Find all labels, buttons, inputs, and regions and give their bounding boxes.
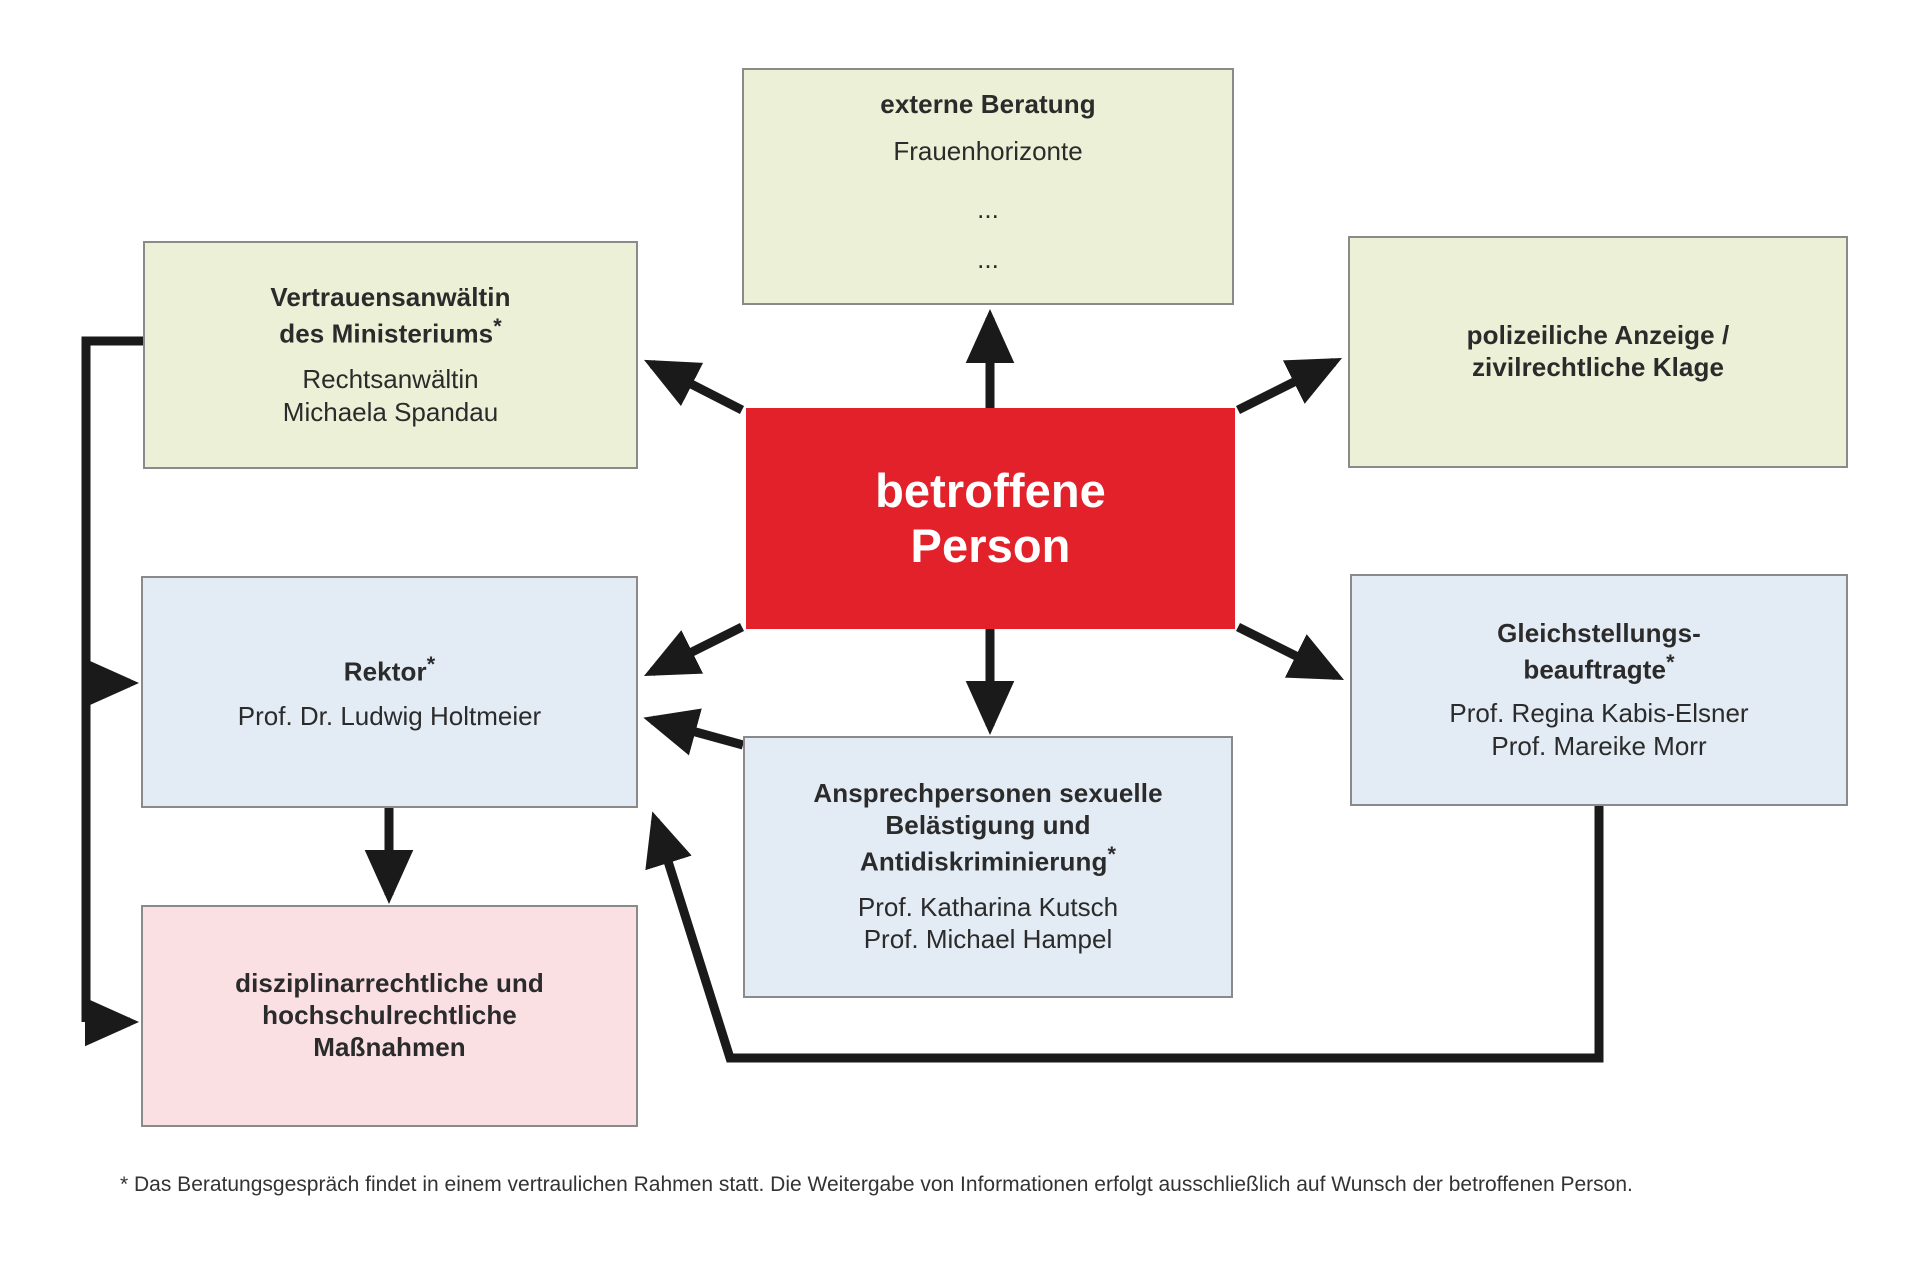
node-rektor-title-text: Rektor: [343, 656, 427, 687]
node-vertrauensanwaeltin[interactable]: Vertrauensanwältin des Ministeriums* Rec…: [143, 241, 638, 469]
node-externe-beratung-title: externe Beratung: [880, 88, 1096, 119]
node-massnahmen-title: disziplinarrechtliche und hochschulrecht…: [235, 968, 544, 1063]
node-gleichstellungsbeauftragte-sub-line-2: Prof. Mareike Morr: [1491, 730, 1707, 761]
footnote-text: * Das Beratungsgespräch findet in einem …: [120, 1173, 1633, 1196]
node-ansprechpersonen-title-line-1: Ansprechpersonen sexuelle: [813, 777, 1163, 808]
node-betroffene-person-title: betroffene Person: [875, 464, 1106, 573]
footnote-marker-icon: *: [493, 313, 502, 339]
node-betroffene-person-line-1: betroffene: [875, 463, 1106, 517]
node-betroffene-person-line-2: Person: [910, 518, 1071, 572]
node-polizeiliche-anzeige[interactable]: polizeiliche Anzeige / zivilrechtliche K…: [1348, 236, 1848, 468]
arrow-center-to-rektor: [643, 622, 745, 677]
node-rektor[interactable]: Rektor* Prof. Dr. Ludwig Holtmeier: [141, 576, 638, 808]
node-gleichstellungsbeauftragte[interactable]: Gleichstellungs- beauftragte* Prof. Regi…: [1350, 574, 1848, 806]
node-polizeiliche-anzeige-title-line-2: zivilrechtliche Klage: [1471, 352, 1725, 382]
node-polizeiliche-anzeige-title: polizeiliche Anzeige / zivilrechtliche K…: [1467, 320, 1730, 383]
node-betroffene-person[interactable]: betroffene Person: [746, 408, 1235, 629]
node-ansprechpersonen-title: Ansprechpersonen sexuelle Belästigung un…: [813, 778, 1162, 879]
node-gleichstellungsbeauftragte-sub: Prof. Regina Kabis-Elsner Prof. Mareike …: [1449, 697, 1748, 763]
footnote-marker-icon: *: [1666, 649, 1675, 675]
node-ansprechpersonen-title-line-2: Belästigung und: [885, 809, 1091, 840]
node-gleichstellungsbeauftragte-title-line-1: Gleichstellungs-: [1497, 617, 1701, 648]
node-vertrauensanwaeltin-sub: Rechtsanwältin Michaela Spandau: [283, 363, 498, 429]
arrow-center-to-vertrauensanwaeltin: [643, 359, 745, 415]
node-vertrauensanwaeltin-sub-line-2: Michaela Spandau: [282, 396, 499, 427]
node-gleichstellungsbeauftragte-title-line-2-text: beauftragte: [1523, 655, 1667, 686]
node-ansprechpersonen-sub: Prof. Katharina Kutsch Prof. Michael Ham…: [858, 891, 1118, 957]
node-externe-beratung-placeholders: ... ...: [977, 185, 999, 284]
node-massnahmen[interactable]: disziplinarrechtliche und hochschulrecht…: [141, 905, 638, 1127]
node-rektor-title: Rektor*: [344, 651, 436, 688]
node-gleichstellungsbeauftragte-sub-line-1: Prof. Regina Kabis-Elsner: [1449, 697, 1749, 728]
node-vertrauensanwaeltin-sub-line-1: Rechtsanwältin: [302, 363, 479, 394]
node-vertrauensanwaeltin-title-line-2-text: des Ministeriums: [279, 319, 494, 350]
footnote-marker-icon: *: [426, 650, 436, 676]
node-massnahmen-title-line-1: disziplinarrechtliche und: [235, 968, 544, 999]
node-massnahmen-title-line-3: Maßnahmen: [313, 1031, 466, 1062]
node-ansprechpersonen-sub-line-1: Prof. Katharina Kutsch: [857, 891, 1119, 922]
node-ansprechpersonen-title-line-3-text: Antidiskriminierung: [859, 846, 1108, 877]
arrow-center-to-polizeiliche-anzeige: [1235, 357, 1343, 415]
node-gleichstellungsbeauftragte-title: Gleichstellungs- beauftragte*: [1497, 618, 1701, 687]
node-externe-beratung[interactable]: externe Beratung Frauenhorizonte ... ...: [742, 68, 1234, 305]
node-vertrauensanwaeltin-title: Vertrauensanwältin des Ministeriums*: [270, 282, 510, 351]
node-massnahmen-title-line-2: hochschulrechtliche: [262, 1000, 517, 1031]
node-externe-beratung-sub: Frauenhorizonte: [893, 135, 1083, 166]
node-ansprechpersonen[interactable]: Ansprechpersonen sexuelle Belästigung un…: [743, 736, 1233, 998]
node-ansprechpersonen-sub-line-2: Prof. Michael Hampel: [863, 924, 1113, 955]
footnote-marker-icon: *: [1107, 841, 1116, 867]
node-rektor-sub: Prof. Dr. Ludwig Holtmeier: [237, 701, 542, 732]
node-ansprechpersonen-title-line-3: Antidiskriminierung*: [813, 841, 1162, 878]
node-polizeiliche-anzeige-title-line-1: polizeiliche Anzeige /: [1466, 320, 1730, 351]
arrow-ansprechpersonen-to-rektor: [643, 708, 745, 756]
node-externe-beratung-dot-1: ...: [977, 194, 999, 225]
arrow-center-to-gleichstellungsbeauftragte: [1235, 622, 1345, 681]
connector-vertrauensanwaeltin-bus: [81, 336, 143, 1022]
node-vertrauensanwaeltin-title-line-2: des Ministeriums*: [270, 313, 510, 350]
node-externe-beratung-dot-2: ...: [977, 243, 999, 274]
node-vertrauensanwaeltin-title-line-1: Vertrauensanwältin: [270, 281, 511, 312]
node-gleichstellungsbeauftragte-title-line-2: beauftragte*: [1497, 649, 1701, 686]
